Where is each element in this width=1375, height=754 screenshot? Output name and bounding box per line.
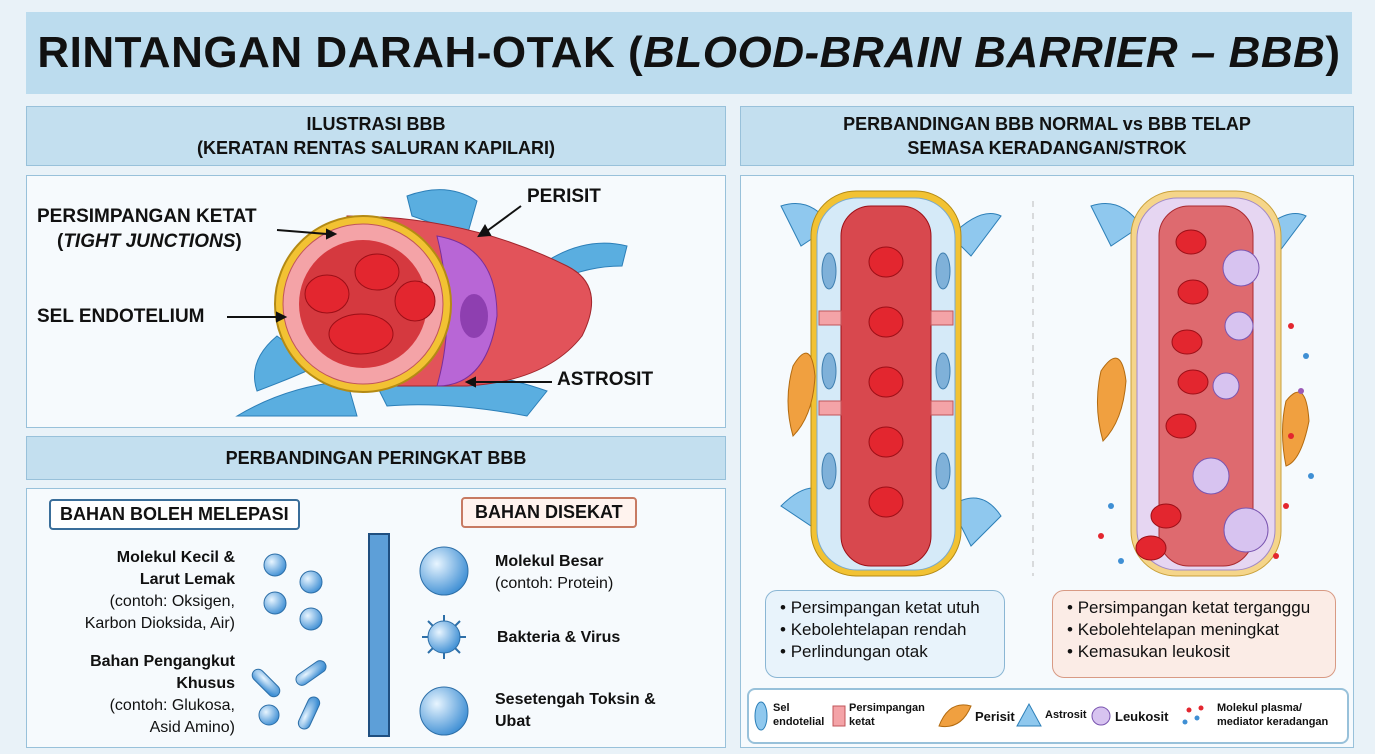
tight-junctions	[818, 310, 954, 416]
leaky-point-3: Kemasukan leukosit	[1067, 641, 1321, 663]
legend-plasma-1: Molekul plasma/	[1217, 702, 1302, 714]
normal-rbcs	[868, 246, 904, 518]
leaky-summary: Persimpangan ketat terganggu Kebolehtela…	[1052, 590, 1336, 678]
toxin-1: Sesetengah Toksin &	[495, 691, 656, 708]
comparison-heading-line2: SEMASA KERADANGAN/STROK	[907, 138, 1187, 158]
leaky-vessel	[1090, 190, 1314, 577]
allowed-title: BAHAN BOLEH MELEPASI	[49, 499, 300, 530]
plasma-icon	[1182, 705, 1204, 725]
legend-plasma: Molekul plasma/ mediator keradangan	[1217, 701, 1328, 729]
endothelial-icon	[754, 701, 768, 731]
large-name: Molekul Besar	[495, 553, 604, 570]
pericyte	[1096, 357, 1127, 442]
legend-leukocyte: Leukosit	[1115, 709, 1169, 724]
normal-vessel	[780, 190, 1002, 577]
legend: Sel endotelial Persimpangan ketat Perisi…	[747, 688, 1349, 744]
comparison-heading: PERBANDINGAN BBB NORMAL vs BBB TELAP SEM…	[740, 106, 1354, 166]
red-blood-cells	[304, 253, 436, 355]
legend-tight-junction: Persimpangan ketat	[849, 701, 925, 729]
legend-icons	[754, 701, 1204, 731]
label-tight-junctions: PERSIMPANGAN KETAT (TIGHT JUNCTIONS)	[37, 206, 257, 252]
permeability-heading-text: PERBANDINGAN PERINGKAT BBB	[225, 448, 527, 468]
legend-tj-2: ketat	[849, 716, 875, 728]
carrier-name-1: Bahan Pengangkut	[90, 653, 235, 670]
legend-pericyte: Perisit	[975, 709, 1015, 724]
title-italic: BLOOD-BRAIN BARRIER – BBB	[643, 28, 1326, 77]
comparison-panel: Persimpangan ketat utuh Kebolehtelapan r…	[740, 175, 1354, 748]
normal-point-3: Perlindungan otak	[780, 641, 990, 663]
large-ex: (contoh: Protein)	[495, 575, 614, 592]
carrier-molecules-icon	[251, 660, 327, 730]
legend-tj-1: Persimpangan	[849, 702, 925, 714]
rbc	[304, 274, 350, 314]
small-name-1: Molekul Kecil &	[116, 549, 235, 566]
toxin-2: Ubat	[495, 713, 531, 730]
illustration-heading-line2: (KERATAN RENTAS SALURAN KAPILARI)	[197, 138, 555, 158]
small-molecules-text: Molekul Kecil & Larut Lemak (contoh: Oks…	[35, 547, 235, 635]
label-tj-line1: PERSIMPANGAN KETAT	[37, 206, 257, 227]
large-molecule-icon	[419, 546, 469, 596]
normal-point-1: Persimpangan ketat utuh	[780, 597, 990, 619]
toxin-text: Sesetengah Toksin & Ubat	[495, 689, 656, 733]
pericyte	[787, 352, 816, 437]
label-tj-line2: TIGHT JUNCTIONS	[63, 231, 236, 252]
rbc	[394, 280, 436, 322]
small-ex-2: Karbon Dioksida, Air)	[84, 615, 235, 632]
leaky-point-2: Kebolehtelapan meningkat	[1067, 619, 1321, 641]
pericyte-nucleus	[460, 294, 488, 338]
normal-point-2: Kebolehtelapan rendah	[780, 619, 990, 641]
leukocytes	[1192, 249, 1269, 553]
comparison-heading-line1: PERBANDINGAN BBB NORMAL vs BBB TELAP	[843, 114, 1251, 134]
legend-endothelial-1: Sel	[773, 702, 790, 714]
virus-icon	[422, 615, 466, 659]
pericyte	[1282, 391, 1310, 467]
leaky-rbcs	[1135, 229, 1209, 561]
permeability-panel: BAHAN BOLEH MELEPASI BAHAN DISEKAT Molek…	[26, 488, 726, 748]
legend-endothelial-2: endotelial	[773, 716, 825, 728]
tight-junction-icon	[832, 705, 846, 727]
carrier-ex-2: Asid Amino)	[149, 719, 235, 736]
leukocyte-icon	[1091, 706, 1111, 726]
rbc	[328, 313, 394, 355]
title-main: RINTANGAN DARAH-OTAK (	[37, 28, 644, 77]
bacteria-text: Bakteria & Virus	[497, 629, 621, 646]
carrier-name-2: Khusus	[176, 675, 235, 692]
astrocyte-icon	[1016, 702, 1042, 727]
toxin-drug-icon	[419, 686, 469, 736]
leaky-point-1: Persimpangan ketat terganggu	[1067, 597, 1321, 619]
capillary-illustration	[227, 189, 628, 417]
label-endothelium: SEL ENDOTELIUM	[37, 306, 205, 327]
small-ex-1: (contoh: Oksigen,	[109, 593, 235, 610]
label-pericyte: PERISIT	[527, 186, 601, 207]
label-arrows	[227, 205, 552, 388]
legend-astrocyte: Astrosit	[1045, 709, 1087, 721]
permeability-graphics	[251, 533, 469, 737]
legend-endothelial: Sel endotelial	[773, 701, 824, 729]
normal-summary: Persimpangan ketat utuh Kebolehtelapan r…	[765, 590, 1005, 678]
astrocyte-process	[406, 189, 478, 237]
illustration-heading-line1: ILUSTRASI BBB	[306, 114, 446, 134]
illustration-panel: PERSIMPANGAN KETAT (TIGHT JUNCTIONS) SEL…	[26, 175, 726, 428]
plasma-molecules	[1098, 323, 1314, 564]
page-title: RINTANGAN DARAH-OTAK (BLOOD-BRAIN BARRIE…	[26, 12, 1352, 94]
comparison-illustration	[780, 190, 1314, 577]
label-astrocyte: ASTROSIT	[557, 369, 654, 390]
large-molecule-text: Molekul Besar (contoh: Protein)	[495, 551, 613, 595]
title-end: )	[1325, 28, 1341, 77]
endothelial-nuclei	[821, 252, 951, 490]
permeability-heading: PERBANDINGAN PERINGKAT BBB	[26, 436, 726, 480]
carrier-ex-1: (contoh: Glukosa,	[109, 697, 235, 714]
legend-plasma-2: mediator keradangan	[1217, 716, 1329, 728]
small-molecules-icon	[263, 553, 323, 631]
illustration-heading: ILUSTRASI BBB (KERATAN RENTAS SALURAN KA…	[26, 106, 726, 166]
carrier-text: Bahan Pengangkut Khusus (contoh: Glukosa…	[35, 651, 235, 739]
blocked-title: BAHAN DISEKAT	[461, 497, 637, 528]
rbc	[354, 253, 400, 291]
small-name-2: Larut Lemak	[139, 571, 235, 588]
pericyte-icon	[938, 704, 972, 728]
barrier-wall	[368, 533, 390, 737]
